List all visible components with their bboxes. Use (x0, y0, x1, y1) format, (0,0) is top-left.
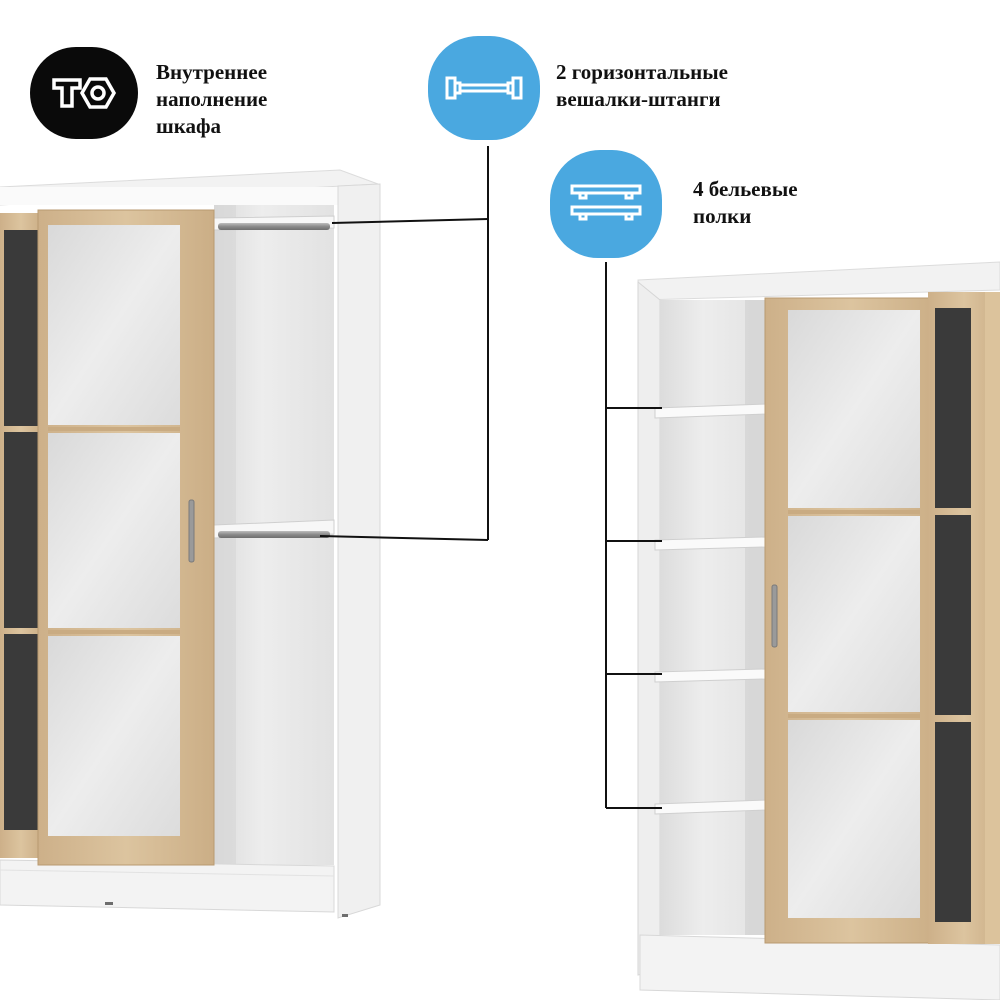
left-wardrobe (0, 169, 381, 919)
shelves-label: 4 бельевые полки (693, 176, 798, 230)
left-rail-middle (218, 531, 330, 538)
hanging-rail-icon (445, 76, 523, 100)
fittings-icon (52, 77, 117, 109)
rails-label: 2 горизонтальные вешалки-штанги (556, 59, 728, 113)
shelves-label-line-1: 4 бельевые (693, 177, 798, 201)
interior-label: Внутреннее наполнение шкафа (156, 59, 267, 140)
shelves-icon (570, 184, 642, 221)
interior-label-line-1: Внутреннее (156, 60, 268, 84)
rails-badge (428, 36, 540, 140)
left-rail-top (218, 223, 330, 230)
interior-label-line-3: шкафа (156, 114, 222, 138)
interior-label-line-2: наполнение (156, 87, 268, 111)
rails-label-line-1: 2 горизонтальные (556, 60, 728, 84)
shelves-badge (550, 150, 662, 258)
rail-leader-lines (319, 146, 489, 541)
shelf-leader-lines (605, 262, 662, 809)
interior-badge (30, 47, 138, 139)
shelves-label-line-2: полки (693, 204, 752, 228)
right-wardrobe (637, 261, 1000, 1000)
rails-label-line-2: вешалки-штанги (556, 87, 721, 111)
